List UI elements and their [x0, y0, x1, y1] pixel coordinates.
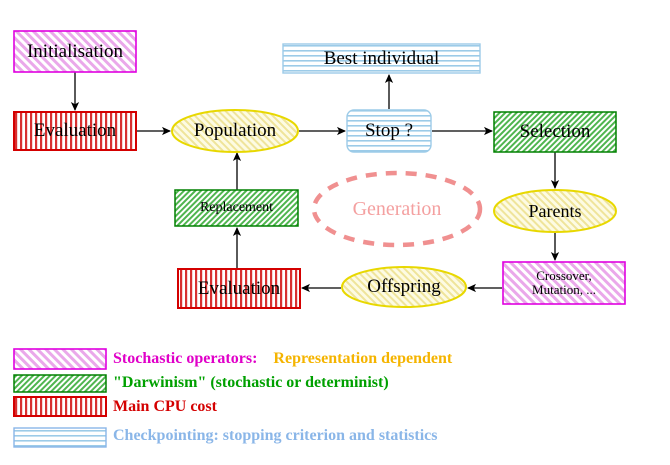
node-selection-label: Selection [519, 121, 591, 143]
node-replacement-label: Replacement [199, 199, 274, 215]
node-evaluation-bottom[interactable]: Evaluation [178, 269, 300, 308]
node-selection[interactable]: Selection [494, 112, 616, 152]
node-offspring-label: Offspring [367, 276, 441, 298]
node-stop-label: Stop ? [364, 120, 414, 142]
node-evaluation-top-label: Evaluation [33, 120, 117, 142]
legend-darwinism-text: "Darwinism" (stochastic or determinist) [113, 374, 389, 391]
node-replacement[interactable]: Replacement [175, 190, 298, 226]
legend-swatch-stochastic [13, 348, 107, 370]
legend-swatch-darwinism [13, 374, 107, 393]
shape-evaluation-top [13, 111, 137, 151]
shape-crossover [502, 261, 626, 305]
legend-swatch-layer [13, 348, 107, 448]
node-parents[interactable]: Parents [494, 190, 616, 232]
node-evaluation-top[interactable]: Evaluation [14, 112, 136, 150]
shape-generation [311, 170, 483, 248]
edge-layer [70, 72, 560, 293]
node-evaluation-bottom-label: Evaluation [197, 277, 281, 299]
node-best-individual-label: Best individual [323, 47, 440, 69]
shape-evaluation-bottom [177, 268, 301, 309]
node-population[interactable]: Population [172, 110, 298, 152]
node-population-label: Population [193, 120, 277, 142]
node-initialisation[interactable]: Initialisation [14, 31, 136, 72]
legend-label-checkpoint: Checkpointing: stopping criterion and st… [113, 427, 437, 445]
shape-initialisation [13, 30, 137, 73]
node-shape-layer [13, 30, 626, 309]
legend-swatch-checkpoint [13, 427, 107, 448]
shape-replacement [174, 189, 299, 227]
shape-selection [493, 111, 617, 153]
legend-swatch-cpu [13, 396, 107, 417]
shape-parents [493, 189, 617, 233]
legend-label-darwinism: "Darwinism" (stochastic or determinist) [113, 374, 389, 392]
shape-best-individual [282, 43, 481, 74]
node-generation: Generation [314, 173, 480, 246]
shape-stop [346, 109, 432, 153]
node-parents-label: Parents [528, 200, 582, 221]
legend-cpu-text: Main CPU cost [113, 398, 217, 415]
legend-checkpoint-text: Checkpointing: stopping criterion and st… [113, 427, 438, 444]
legend-stochastic-text2: Representation dependent [273, 350, 453, 367]
node-best-individual[interactable]: Best individual [283, 44, 480, 73]
node-offspring[interactable]: Offspring [342, 267, 466, 307]
node-crossover[interactable]: Crossover, Mutation, ... [503, 262, 625, 304]
shape-offspring [341, 266, 467, 308]
legend-label-stochastic: Stochastic operators: Representation dep… [113, 350, 452, 368]
node-stop[interactable]: Stop ? [347, 110, 431, 152]
node-generation-label: Generation [352, 198, 442, 220]
node-initialisation-label: Initialisation [26, 40, 124, 62]
shape-population [171, 109, 299, 153]
legend-label-cpu: Main CPU cost [113, 398, 217, 416]
node-crossover-label: Crossover, Mutation, ... [532, 268, 596, 297]
legend-stochastic-text: Stochastic operators: [113, 350, 258, 367]
